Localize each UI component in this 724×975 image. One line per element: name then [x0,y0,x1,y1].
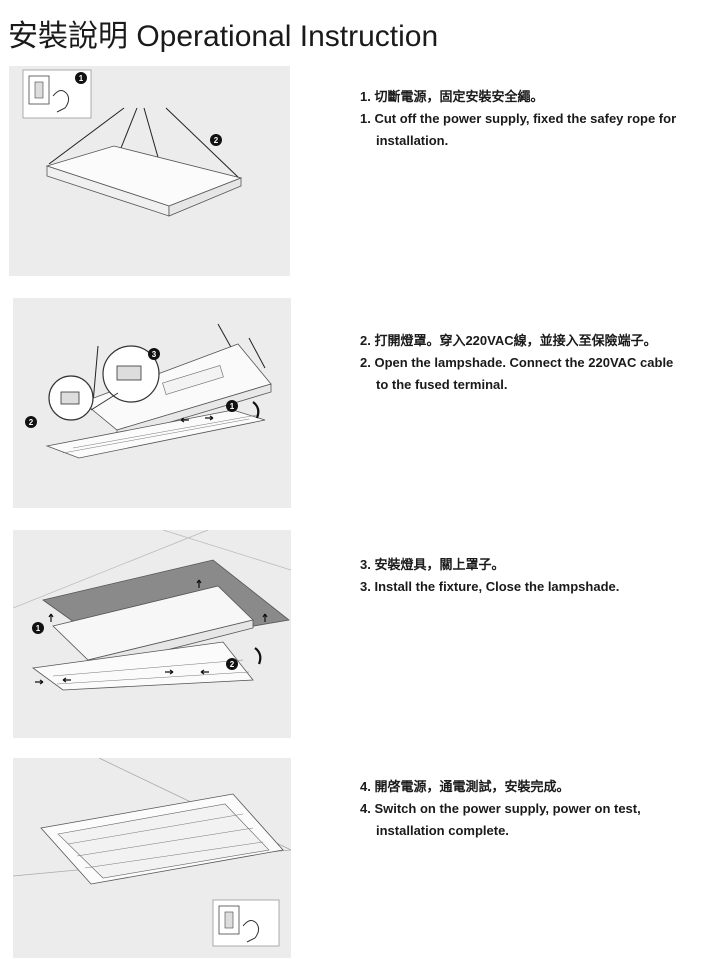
arrow-left-icon [62,677,71,683]
arrow-up-icon [262,613,268,622]
step-2-zh: 2. 打開燈罩。穿入220VAC線，並接入至保險端子。 [360,333,657,348]
callout-1-icon [226,400,238,412]
callout-2-label: 2 [214,136,219,145]
step-2-text: 2. 打開燈罩。穿入220VAC線，並接入至保險端子。 2. Open the … [360,330,690,396]
arrow-right-icon [165,669,174,675]
callout-1-icon [32,622,44,634]
arrow-up-icon [48,613,54,622]
illustration-step-1: 1 2 [9,66,290,276]
step-1-zh: 1. 切斷電源，固定安裝安全繩。 [360,89,544,104]
step-4-en-line1: 4. Switch on the power supply, power on … [360,801,641,816]
rotate-arrow-icon [254,647,262,665]
step-1-text: 1. 切斷電源，固定安裝安全繩。 1. Cut off the power su… [360,86,690,152]
step-4-text: 4. 開啓電源，通電測試，安裝完成。 4. Switch on the powe… [360,776,690,842]
step-2-en-line2: to the fused terminal. [376,377,508,392]
rotate-arrow-icon [252,401,260,419]
step-4-zh: 4. 開啓電源，通電測試，安裝完成。 [360,779,570,794]
arrow-left-icon [180,417,189,423]
callout-3-label: 3 [152,350,157,359]
arrow-up-icon [196,579,202,588]
step-1-en-line2: installation. [376,133,449,148]
callout-1-label: 1 [230,402,235,411]
illustration-step-2: 3 1 2 [13,298,291,508]
callout-2-icon [25,416,37,428]
step-1-en-line1: 1. Cut off the power supply, fixed the s… [360,111,677,126]
callout-3-icon [148,348,160,360]
arrow-right-icon [35,679,44,685]
callout-1-label: 1 [79,74,84,83]
page-title: 安裝說明 Operational Instruction [8,20,439,54]
step-4-en-line2: installation complete. [376,823,509,838]
step-2-en-line1: 2. Open the lampshade. Connect the 220VA… [360,355,674,370]
illustration-step-3: 1 2 [13,530,291,738]
callout-2-icon [226,658,238,670]
callout-2-label: 2 [29,418,34,427]
callout-1-label: 1 [36,624,41,633]
callout-1-icon [75,72,87,84]
arrow-left-icon [200,669,209,675]
callout-2-icon [210,134,222,146]
step-3-en-line1: 3. Install the fixture, Close the lampsh… [360,579,620,594]
step-3-zh: 3. 安裝燈具，關上罩子。 [360,557,505,572]
arrow-right-icon [205,415,214,421]
step-3-text: 3. 安裝燈具，關上罩子。 3. Install the fixture, Cl… [360,554,690,598]
illustration-step-4 [13,758,291,958]
callout-2-label: 2 [230,660,235,669]
